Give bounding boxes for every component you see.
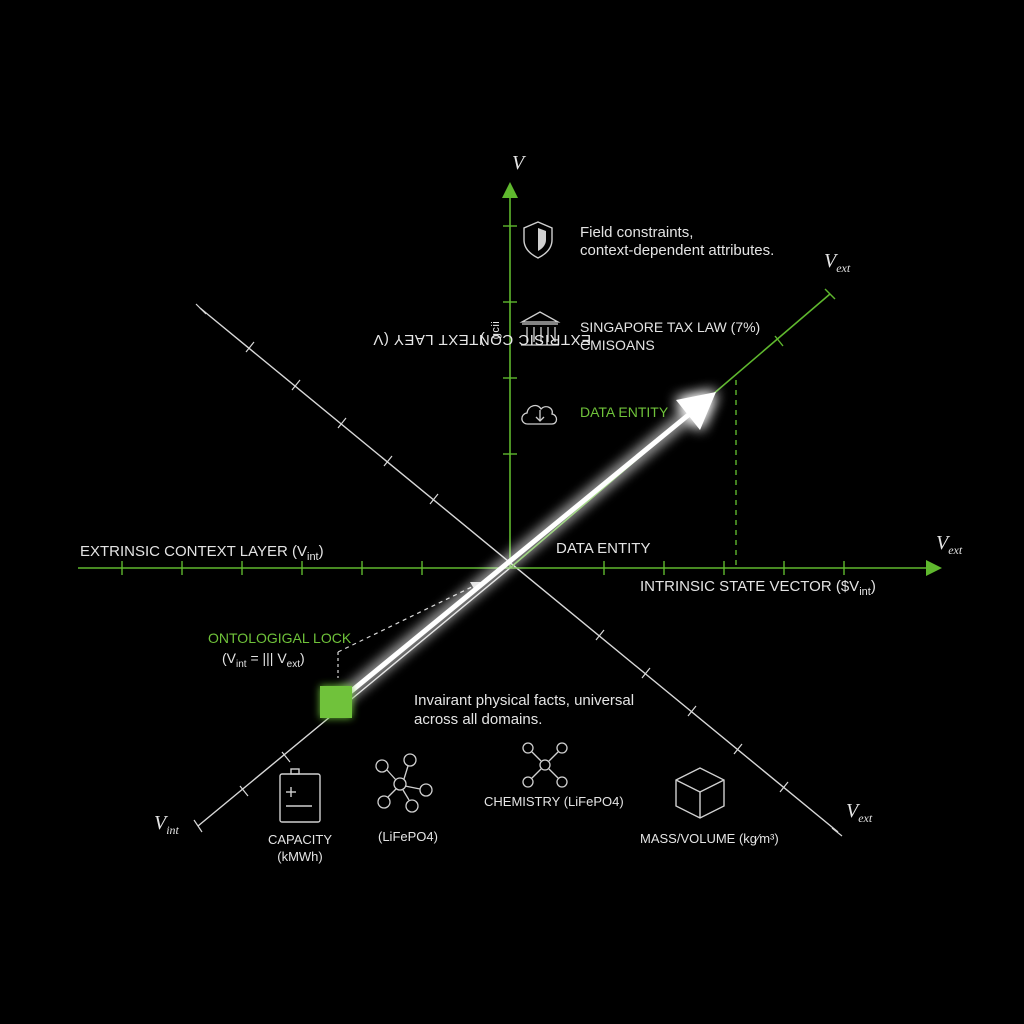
molecule-icon bbox=[522, 742, 568, 788]
state-vector-arrow bbox=[335, 392, 716, 705]
shield-icon bbox=[523, 221, 553, 259]
invariant-facts-line1: Invairant physical facts, universal bbox=[414, 692, 635, 709]
horizontal-axis-end-label: Vext bbox=[936, 532, 963, 557]
context-attributes-text: context-dependent attributes. bbox=[580, 242, 775, 259]
capacity-label: CAPACITY bbox=[267, 832, 333, 847]
lock-pointer-dashed bbox=[337, 583, 479, 653]
mass-volume-label: MASS/VOLUME (kg∕m³) bbox=[640, 831, 779, 846]
diagonal-upper-right-ticks bbox=[774, 288, 836, 347]
molecule-network-icon bbox=[375, 753, 433, 813]
battery-icon bbox=[279, 768, 321, 823]
vertical-axis-ticks bbox=[503, 225, 517, 455]
vertical-axis-symbol: V bbox=[512, 152, 525, 174]
vertical-axis-arrowhead bbox=[502, 182, 518, 198]
lower-left-axis-label: Vint bbox=[154, 812, 179, 837]
ontological-lock-label: ONTOLOGIGAL LOCK bbox=[208, 630, 352, 646]
lifepo4-label: (LiFePO4) bbox=[378, 829, 438, 844]
bank-icon bbox=[519, 311, 561, 346]
field-constraints-text: Field constraints, bbox=[580, 224, 694, 241]
cmisoans-label: CMISOANS bbox=[580, 337, 655, 353]
data-entity-center-label: DATA ENTITY bbox=[556, 540, 651, 557]
ontological-lock-square bbox=[320, 686, 352, 718]
lock-formula-label: (Vint = ||| Vext) bbox=[222, 650, 305, 670]
data-entity-upper-label: DATA ENTITY bbox=[580, 404, 669, 420]
horizontal-axis-ticks bbox=[121, 561, 845, 575]
upper-right-axis-label: Vext bbox=[824, 250, 851, 275]
extrinsic-context-layer-label: EXTRINSIC CONTEXT LAYER (Vint) bbox=[80, 543, 324, 563]
invariant-facts-line2: across all domains. bbox=[414, 711, 543, 728]
diagonal-down-ticks bbox=[195, 303, 843, 837]
singapore-tax-law-label: SINGAPORE TAX LAW (7%) bbox=[580, 319, 761, 335]
capacity-unit-label: (kMWh) bbox=[277, 849, 323, 864]
cube-icon bbox=[675, 767, 725, 819]
horizontal-axis-arrowhead bbox=[926, 560, 942, 576]
diagonal-lower-left-ticks bbox=[193, 751, 291, 833]
intrinsic-state-vector-label: INTRINSIC STATE VECTOR ($Vint) bbox=[640, 578, 876, 598]
diagonal-axis-lower-left bbox=[197, 567, 511, 827]
diagonal-axis-down bbox=[199, 307, 839, 833]
chemistry-label: CHEMISTRY (LiFePO4) bbox=[484, 794, 624, 809]
lower-right-axis-label: Vext bbox=[846, 800, 873, 825]
cloud-download-icon bbox=[521, 404, 558, 425]
